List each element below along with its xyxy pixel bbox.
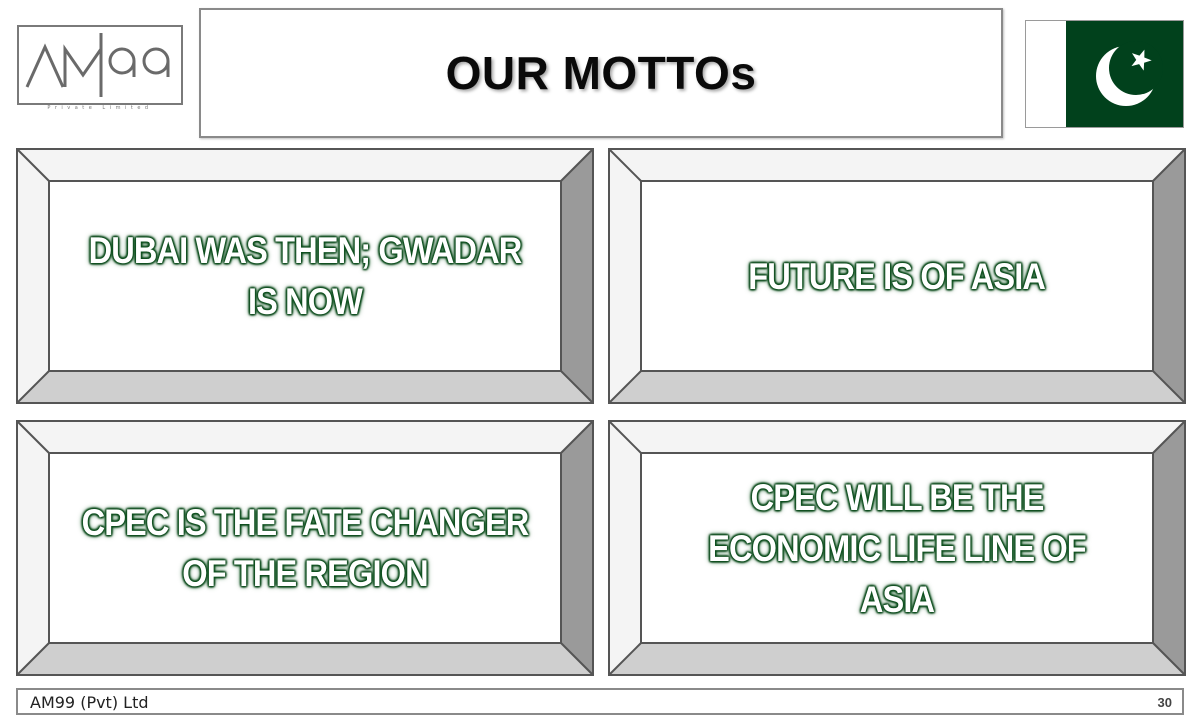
motto-text-1: DUBAI WAS THEN; GWADAR IS NOW xyxy=(88,230,523,322)
page-title: OUR MOTTOs xyxy=(445,47,757,99)
motto-panel-4: CPEC WILL BE THE ECONOMIC LIFE LINE OF A… xyxy=(608,420,1186,676)
title-box: OUR MOTTOs xyxy=(199,8,1003,138)
motto-text: CPEC IS THE FATE CHANGER OF THE REGION xyxy=(50,454,560,642)
company-logo: Private Limited xyxy=(17,25,183,115)
motto-text: CPEC WILL BE THE ECONOMIC LIFE LINE OF A… xyxy=(642,454,1152,642)
motto-panel-3: CPEC IS THE FATE CHANGER OF THE REGION xyxy=(16,420,594,676)
footer: AM99 (Pvt) Ltd 30 xyxy=(16,688,1184,715)
motto-panel-1: DUBAI WAS THEN; GWADAR IS NOW xyxy=(16,148,594,404)
footer-company: AM99 (Pvt) Ltd xyxy=(30,693,149,712)
logo-subtext: Private Limited xyxy=(47,105,153,111)
motto-text-2: FUTURE IS OF ASIA xyxy=(748,255,1047,297)
motto-text: DUBAI WAS THEN; GWADAR IS NOW xyxy=(50,182,560,370)
motto-panel-2: FUTURE IS OF ASIA xyxy=(608,148,1186,404)
motto-text-4: CPEC WILL BE THE ECONOMIC LIFE LINE OF A… xyxy=(708,476,1087,620)
pakistan-flag-icon xyxy=(1025,20,1184,128)
motto-text: FUTURE IS OF ASIA xyxy=(642,182,1152,370)
page-number: 30 xyxy=(1157,695,1172,710)
motto-text-3: CPEC IS THE FATE CHANGER OF THE REGION xyxy=(81,502,530,594)
am99-logo-icon xyxy=(17,25,183,105)
